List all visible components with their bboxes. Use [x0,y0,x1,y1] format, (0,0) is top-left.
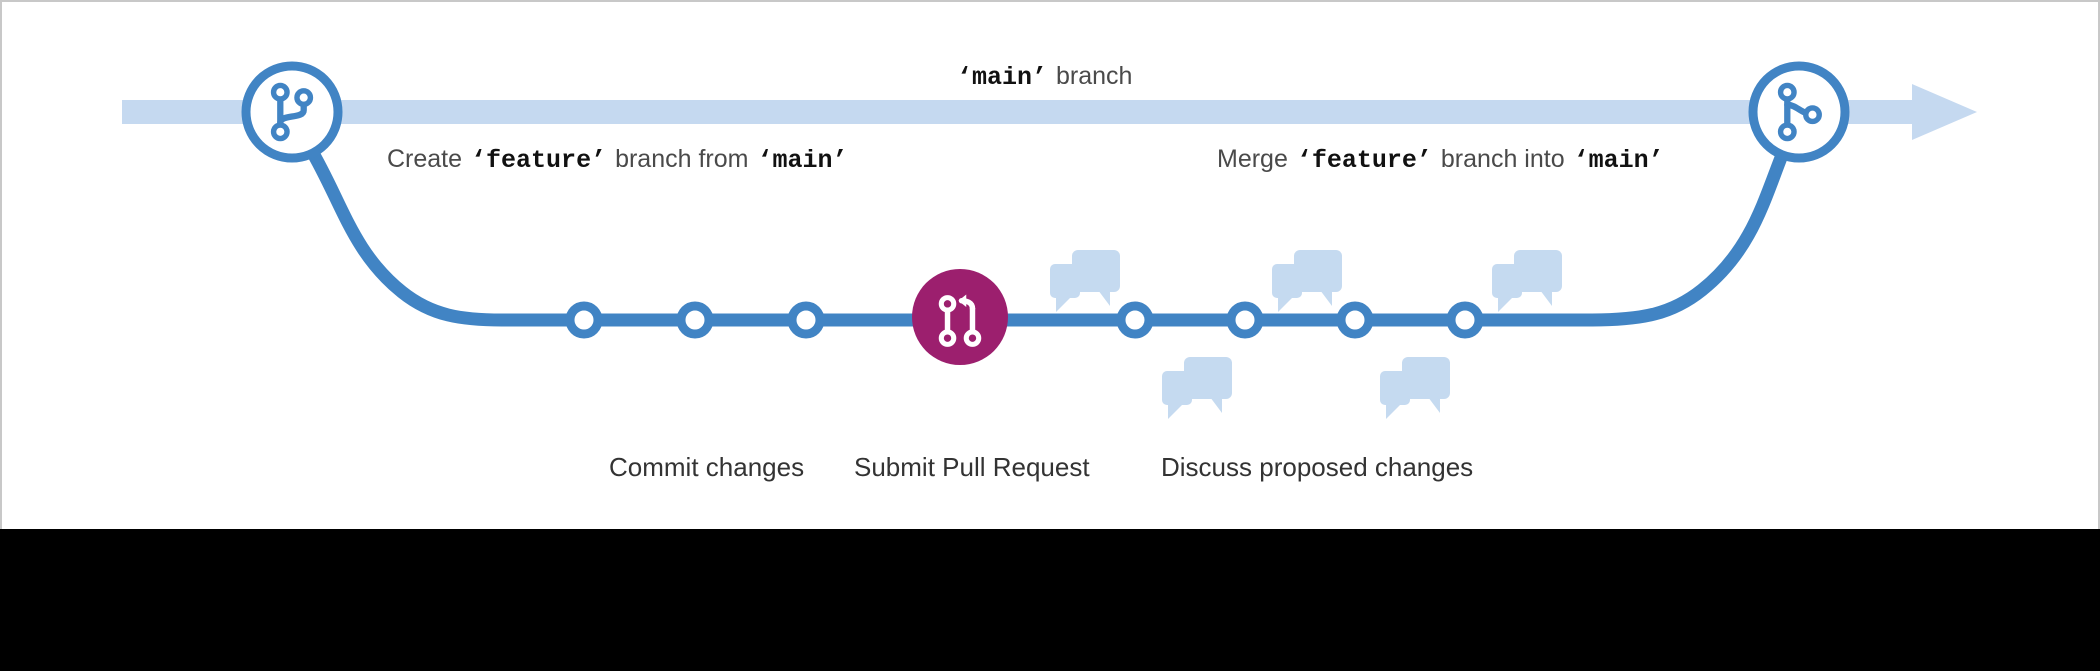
speech-bubble-icon [1162,357,1232,419]
create-label-code1: ‘feature’ [471,146,607,175]
commit-dot[interactable] [1116,301,1154,339]
branch-start-node[interactable] [241,61,343,163]
pull-request-node[interactable] [912,269,1008,365]
commit-dot[interactable] [1446,301,1484,339]
speech-bubble-icon [1050,250,1120,312]
main-branch-label: ‘main’ branch [957,62,1132,92]
create-label-code2: ‘main’ [757,146,848,175]
create-branch-label: Create ‘feature’ branch from ‘main’ [387,145,847,175]
caption-commit-changes: Commit changes [609,452,805,482]
main-branch-code: ‘main’ [957,63,1048,92]
caption-submit-pull-request: Submit Pull Request [854,452,1090,482]
merge-label-part2: branch into [1440,145,1565,173]
create-label-part2: branch from [615,145,749,173]
bottom-black-band [0,529,2100,671]
git-flow-svg [122,61,1977,419]
commit-dots-group [565,301,1484,339]
feature-branch-line [303,141,1791,327]
caption-discuss-changes: Discuss proposed changes [1161,452,1474,482]
commit-dot[interactable] [676,301,714,339]
main-branch-suffix: branch [1056,62,1133,90]
speech-bubble-icon [1272,250,1342,312]
commit-dot[interactable] [565,301,603,339]
diagram-canvas: ‘main’ branch Create ‘feature’ branch from ‘… [0,0,2100,529]
main-branch-line [122,84,1977,140]
create-label-part1: Create [387,145,463,173]
merge-label-code2: ‘main’ [1573,146,1664,175]
merge-label-code1: ‘feature’ [1296,146,1432,175]
speech-bubble-icon [1380,357,1450,419]
commit-dot[interactable] [1226,301,1264,339]
merge-label-part1: Merge [1217,145,1288,173]
commit-dot[interactable] [1336,301,1374,339]
merge-branch-label: Merge ‘feature’ branch into ‘main’ [1217,145,1664,175]
speech-bubble-icon [1492,250,1562,312]
merge-end-node[interactable] [1748,61,1850,163]
commit-dot[interactable] [787,301,825,339]
